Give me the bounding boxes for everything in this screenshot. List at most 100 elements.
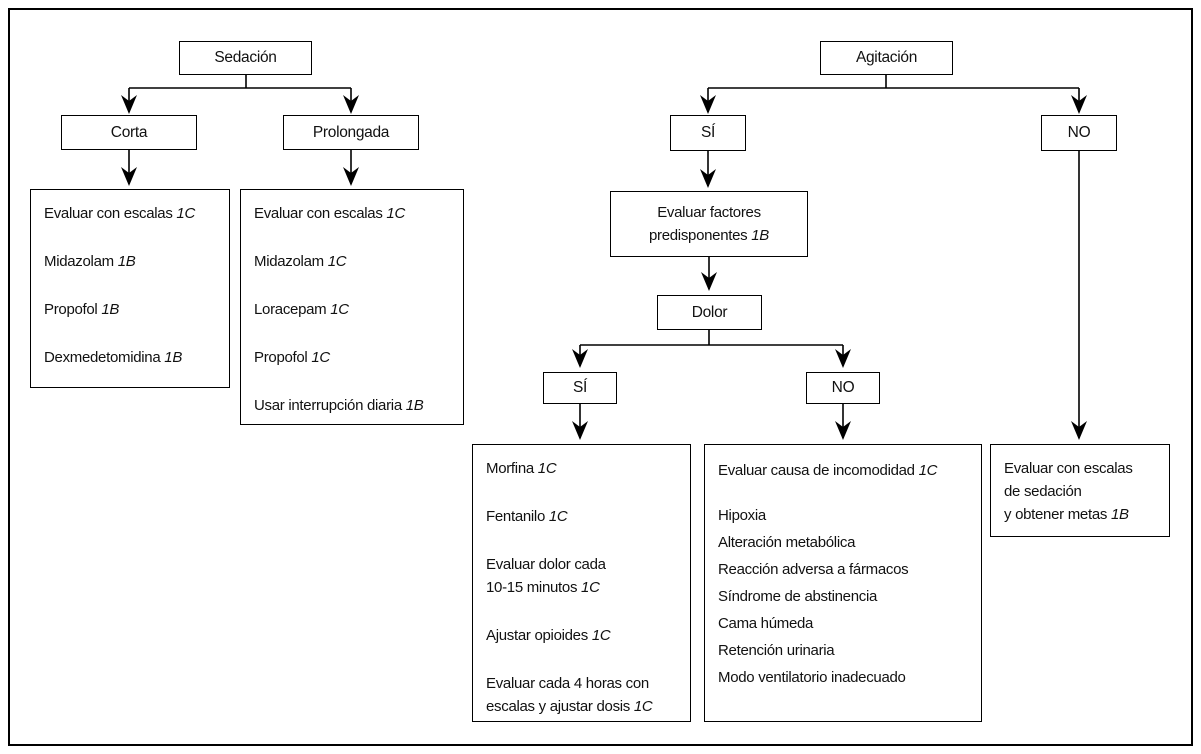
- panel-agitacion-no-accion: Evaluar con escalas de sedación y obtener …: [990, 444, 1170, 537]
- text-line-label: de sedación: [1004, 483, 1082, 500]
- text-line: Evaluar dolor cada: [486, 553, 677, 576]
- node-dolor: Dolor: [657, 295, 762, 330]
- text-line-label: Midazolam: [254, 253, 324, 270]
- text-line-label: Ajustar opioides: [486, 627, 588, 644]
- evidence-grade: 1C: [548, 508, 568, 525]
- text-line: Evaluar causa de incomodidad 1C: [718, 457, 968, 484]
- text-line: Loracepam 1C: [254, 298, 450, 321]
- evidence-grade: 1C: [918, 462, 938, 479]
- text-line-label: Propofol: [44, 301, 98, 318]
- text-line: Propofol 1B: [44, 298, 216, 321]
- text-line: Ajustar opioides 1C: [486, 624, 677, 647]
- text-line-label: Evaluar factores: [657, 204, 761, 221]
- evidence-grade: 1C: [633, 698, 653, 715]
- evidence-grade: 1B: [1110, 506, 1129, 523]
- connector-dolor-branch: [580, 330, 843, 346]
- evidence-grade: 1C: [386, 205, 405, 222]
- text-line-label: Loracepam: [254, 301, 327, 318]
- text-line: escalas y ajustar dosis 1C: [486, 695, 677, 718]
- text-line-label: Síndrome de abstinencia: [718, 588, 878, 605]
- node-agitacion-si-label: SÍ: [700, 124, 716, 141]
- text-line: Evaluar con escalas: [1004, 457, 1156, 480]
- text-line: Evaluar con escalas 1C: [44, 202, 216, 225]
- node-dolor-no-label: NO: [831, 379, 855, 396]
- evidence-grade: 1B: [164, 349, 183, 366]
- text-line: Evaluar cada 4 horas con: [486, 672, 677, 695]
- node-agitacion-si: SÍ: [670, 115, 746, 151]
- evidence-grade: 1C: [311, 349, 330, 366]
- node-agitacion: Agitación: [820, 41, 953, 75]
- text-line-label: Midazolam: [44, 253, 114, 270]
- node-sedacion: Sedación: [179, 41, 312, 75]
- text-line-label: Modo ventilatorio inadecuado: [718, 669, 906, 686]
- connector-sedacion-branch: [129, 75, 351, 89]
- evidence-grade: 1C: [537, 460, 557, 477]
- text-line-label: Evaluar dolor cada: [486, 556, 606, 573]
- node-dolor-label: Dolor: [691, 303, 728, 321]
- text-line-label: 10-15 minutos: [486, 579, 578, 596]
- text-line-label: Propofol: [254, 349, 308, 366]
- evidence-grade: 1C: [176, 205, 195, 222]
- text-line: Dexmedetomidina 1B: [44, 346, 216, 369]
- text-line-label: Dexmedetomidina: [44, 349, 161, 366]
- diagram-border: [8, 8, 1193, 746]
- text-line: Síndrome de abstinencia: [718, 583, 968, 610]
- text-line-label: y obtener metas: [1004, 506, 1108, 523]
- node-agitacion-label: Agitación: [855, 49, 918, 66]
- text-line: Modo ventilatorio inadecuado: [718, 664, 968, 691]
- evidence-grade: 1C: [330, 301, 349, 318]
- text-line-label: predisponentes: [648, 227, 748, 244]
- node-prolongada: Prolongada: [283, 115, 419, 150]
- evidence-grade: 1B: [751, 227, 769, 244]
- evidence-grade: 1B: [405, 397, 424, 414]
- text-line: Cama húmeda: [718, 610, 968, 637]
- text-line-label: Evaluar con escalas: [1004, 460, 1133, 477]
- node-agitacion-no-label: NO: [1067, 124, 1091, 141]
- text-line-label: Morfina: [486, 460, 534, 477]
- text-line: Fentanilo 1C: [486, 505, 677, 528]
- node-sedacion-label: Sedación: [214, 49, 277, 66]
- text-line: predisponentes 1B: [624, 224, 794, 247]
- text-line-label: Retención urinaria: [718, 642, 835, 659]
- text-line-label: Usar interrupción diaria: [254, 397, 402, 414]
- evidence-grade: 1C: [327, 253, 347, 270]
- evidence-grade: 1C: [581, 579, 600, 596]
- text-line: y obtener metas 1B: [1004, 503, 1156, 526]
- text-line: Propofol 1C: [254, 346, 450, 369]
- text-line: Evaluar con escalas 1C: [254, 202, 450, 225]
- evidence-grade: 1B: [101, 301, 120, 318]
- node-dolor-si-label: SÍ: [572, 379, 588, 396]
- evidence-grade: 1B: [117, 253, 136, 270]
- text-line: Midazolam 1B: [44, 250, 216, 273]
- connector-agitacion-branch: [708, 75, 1079, 89]
- text-line: Evaluar factores: [624, 201, 794, 224]
- text-line-label: Cama húmeda: [718, 615, 814, 632]
- text-line: de sedación: [1004, 480, 1156, 503]
- node-agitacion-no: NO: [1041, 115, 1117, 151]
- text-line: Morfina 1C: [486, 457, 677, 480]
- text-line: Hipoxia: [718, 502, 968, 529]
- text-line-label: Fentanilo: [486, 508, 546, 525]
- text-line-label: Hipoxia: [718, 507, 766, 524]
- text-line-label: Evaluar con escalas: [44, 205, 173, 222]
- text-line: 10-15 minutos 1C: [486, 576, 677, 599]
- node-corta-label: Corta: [110, 123, 148, 141]
- panel-factores-predisponentes: Evaluar factores predisponentes 1B: [610, 191, 808, 257]
- text-line: Alteración metabólica: [718, 529, 968, 556]
- text-line-label: Evaluar con escalas: [254, 205, 383, 222]
- text-line: Midazolam 1C: [254, 250, 450, 273]
- text-line: Usar interrupción diaria 1B: [254, 394, 450, 417]
- text-line-label: Evaluar cada 4 horas con: [486, 675, 649, 692]
- text-line: Reacción adversa a fármacos: [718, 556, 968, 583]
- text-line-label: Reacción adversa a fármacos: [718, 561, 909, 578]
- text-line-label: escalas y ajustar dosis: [486, 698, 631, 715]
- text-line-label: Alteración metabólica: [718, 534, 856, 551]
- evidence-grade: 1C: [591, 627, 611, 644]
- node-dolor-no: NO: [806, 372, 880, 404]
